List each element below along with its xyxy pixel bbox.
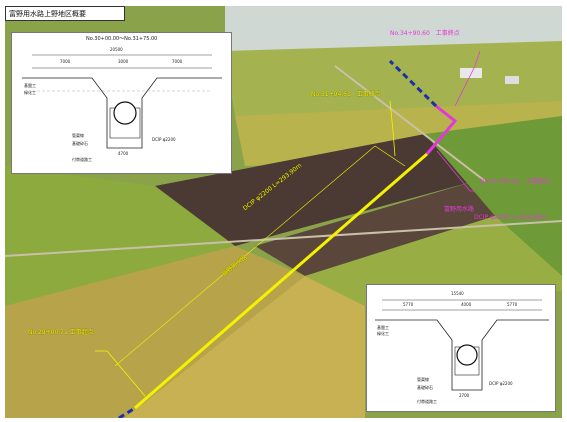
inset-bottom-note-0: 基盤工 [377, 325, 389, 330]
inset-top-note-3: DCIP φ2200 [152, 137, 176, 142]
cross-section-drawing-top: No.30+00.00～No.31+75.00 20500 7000 3000 … [11, 32, 232, 174]
inset-bottom-note-3: DCIP φ2200 [489, 381, 513, 386]
cross-section-drawing-bottom: 15540 5770 4000 5770 2700 基盤工 緑化工 管渠線 DC… [366, 284, 556, 412]
inset-bottom-note-2: 管渠線 [417, 377, 429, 382]
inset-bottom-dim-2: 4000 [461, 302, 472, 307]
inset-top-dim-0: 20500 [110, 47, 123, 52]
aerial-photo [5, 6, 562, 418]
inset-bottom-dim-4: 2700 [459, 393, 470, 398]
inset-bottom-dim-0: 15540 [451, 291, 464, 296]
inset-bottom-dim-1: 5770 [403, 302, 414, 307]
inset-bottom-note-4: 基礎砕石 [417, 385, 433, 390]
magenta-canal-label: 富野用水路 [444, 206, 475, 213]
inset-bottom-note-1: 緑化工 [377, 331, 389, 336]
end-point-mid-label: No.31+94.61 工事終点 [311, 91, 381, 98]
inset-bottom-note-5: 付帯道路工 [417, 399, 437, 404]
start-point-south-label: No.29+00.71 工事起点 [28, 329, 94, 336]
inset-top-note-4: 基礎砕石 [72, 141, 88, 146]
start-point-mid-label: No.31+94.61 工事起点 [480, 178, 550, 185]
inset-top-note-0: 基盤工 [24, 83, 36, 88]
cross-section-diagram-top [22, 54, 222, 149]
inset-top-dim-4: 4700 [118, 151, 129, 156]
cross-section-diagram-bottom [375, 299, 549, 391]
inset-top-note-1: 緑化工 [24, 90, 36, 95]
inset-top-note-2: 管渠線 [72, 133, 84, 138]
inset-top-dim-3: 7000 [172, 59, 183, 64]
inset-top-dim-1: 7000 [60, 59, 71, 64]
end-point-north-label: No.34+90.60 工事終点 [390, 30, 460, 37]
inset-top-header: No.30+00.00～No.31+75.00 [86, 36, 158, 42]
inset-top-note-5: 付帯道路工 [72, 157, 92, 162]
page-title: 富野用水路上野地区概要 [5, 6, 125, 21]
inset-top-dim-2: 3000 [118, 59, 129, 64]
inset-bottom-dim-3: 5770 [507, 302, 518, 307]
magenta-pipe-label: DCIP φ2200 L=355.89m [474, 214, 547, 221]
